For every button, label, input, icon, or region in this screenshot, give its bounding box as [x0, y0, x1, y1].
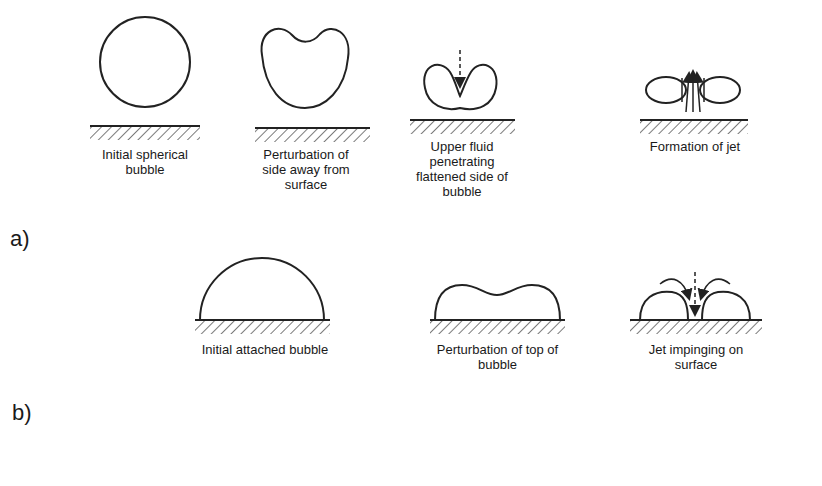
stage-caption: Upper fluid penetrating flattened side o… — [408, 140, 516, 200]
stage-caption: Perturbation of top of bubble — [430, 343, 565, 373]
stage-caption: Formation of jet — [630, 140, 760, 155]
bubble — [640, 292, 688, 320]
bubble — [100, 17, 190, 107]
surface — [195, 320, 762, 334]
bubble — [262, 29, 349, 108]
surface — [90, 120, 748, 142]
stage-caption: Initial spherical bubble — [85, 148, 205, 178]
stage-caption: Initial attached bubble — [190, 343, 340, 358]
bubble — [200, 258, 324, 320]
row-tag: b) — [12, 400, 52, 425]
bubble — [646, 77, 686, 103]
flow-arrow — [459, 50, 461, 86]
jet-arrows — [660, 272, 730, 314]
bubble — [702, 292, 750, 320]
bubble — [435, 285, 560, 320]
stage-caption: Perturbation of side away from surface — [250, 148, 362, 193]
stage-caption: Jet impinging on surface — [640, 343, 752, 373]
bubble — [700, 77, 740, 103]
row-tag: a) — [10, 226, 50, 251]
jet-arrows — [682, 72, 704, 112]
